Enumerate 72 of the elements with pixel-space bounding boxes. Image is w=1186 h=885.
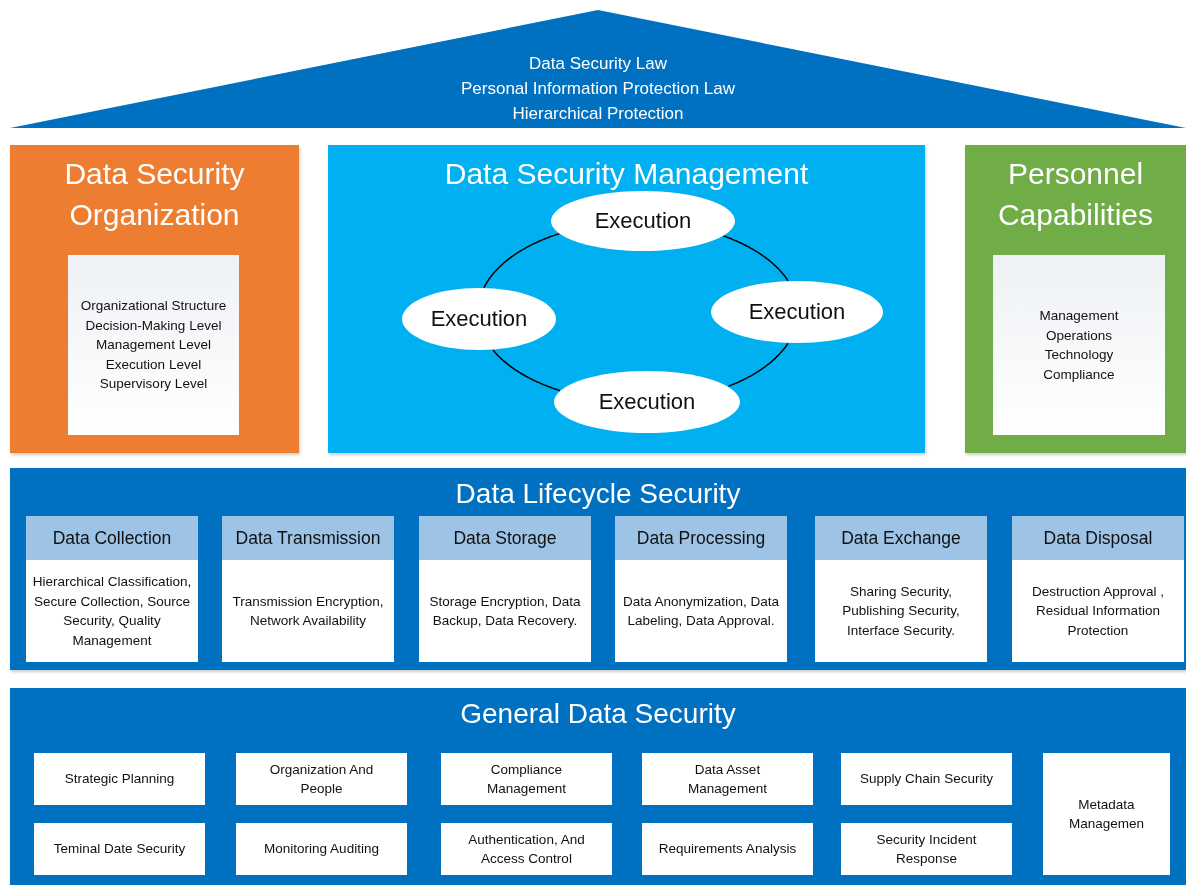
list-item: Execution Level bbox=[105, 355, 202, 374]
layer-band bbox=[10, 688, 1186, 885]
item-text: Monitoring Auditing bbox=[264, 840, 379, 859]
item-text: Teminal Date Security bbox=[53, 840, 186, 859]
list-item: Compliance bbox=[1043, 365, 1115, 384]
item-tile bbox=[34, 753, 205, 805]
item-tile bbox=[841, 753, 1012, 805]
item-text: Data Asset Management bbox=[687, 760, 768, 798]
stage-card bbox=[26, 516, 198, 662]
execution-text: Execution bbox=[748, 299, 846, 325]
stage-card bbox=[1012, 516, 1184, 662]
layer-band bbox=[10, 468, 1186, 670]
stage-card bbox=[419, 516, 591, 662]
item-text: Security Incident Response bbox=[875, 830, 978, 868]
stage-heading: Data Collection bbox=[26, 516, 198, 560]
law-text: Personal Information Protection Law bbox=[460, 78, 735, 100]
item-tile bbox=[642, 823, 813, 875]
execution-text: Execution bbox=[594, 208, 692, 234]
panel-title: Personnel Capabilities bbox=[996, 156, 1155, 233]
connector-arc bbox=[727, 342, 789, 387]
item-tile bbox=[841, 823, 1012, 875]
stage-text: Transmission Encryption, Network Availability bbox=[231, 592, 385, 630]
list-item: Management bbox=[1039, 307, 1119, 325]
stage-card bbox=[222, 516, 394, 662]
execution-text: Execution bbox=[598, 389, 696, 415]
stage-heading: Data Transmission bbox=[222, 516, 394, 560]
law-text: Hierarchical Protection bbox=[512, 103, 684, 125]
list-item: Decision-Making Level bbox=[85, 316, 222, 335]
list-item: Organizational Structure bbox=[80, 297, 227, 316]
item-tile bbox=[441, 823, 612, 875]
pillar-panel bbox=[328, 145, 925, 453]
stage-heading: Data Processing bbox=[615, 516, 787, 560]
stage-text: Destruction Approval , Residual Information Protection bbox=[1030, 582, 1166, 640]
connector-arc bbox=[492, 349, 561, 392]
band-title: General Data Security bbox=[460, 697, 736, 731]
stage-heading: Data Disposal bbox=[1012, 516, 1184, 560]
stage-text: Hierarchical Classification, Secure Collection, Source Security, Quality Management bbox=[32, 573, 192, 650]
item-tile bbox=[1043, 753, 1170, 875]
stage-text: Sharing Security, Publishing Security, Interface Security. bbox=[841, 582, 961, 640]
item-tile bbox=[441, 753, 612, 805]
list-card bbox=[993, 255, 1165, 435]
item-tile bbox=[642, 753, 813, 805]
panel-title: Data Security Management bbox=[443, 156, 810, 192]
list-item: Management Level bbox=[96, 336, 211, 355]
item-text: Metadata Managemen bbox=[1067, 795, 1146, 833]
panel-title: Data Security Organization bbox=[63, 156, 246, 233]
item-tile bbox=[34, 823, 205, 875]
band-title: Data Lifecycle Security bbox=[455, 477, 741, 511]
connector-arc bbox=[483, 232, 560, 289]
item-text: Strategic Planning bbox=[64, 770, 175, 789]
stage-heading: Data Exchange bbox=[815, 516, 987, 560]
list-item: Technology bbox=[1044, 346, 1114, 364]
stage-text: Storage Encryption, Data Backup, Data Recovery. bbox=[428, 592, 582, 630]
item-text: Supply Chain Security bbox=[860, 770, 993, 789]
list-item: Operations bbox=[1045, 326, 1112, 345]
item-tile bbox=[236, 823, 407, 875]
item-tile bbox=[236, 753, 407, 805]
item-text: Compliance Management bbox=[486, 760, 567, 798]
item-text: Authentication, And Access Control bbox=[467, 830, 586, 868]
item-text: Organization And People bbox=[268, 760, 375, 798]
pillar-panel bbox=[965, 145, 1186, 453]
stage-heading: Data Storage bbox=[419, 516, 591, 560]
item-text: Requirements Analysis bbox=[658, 840, 797, 859]
law-text: Data Security Law bbox=[529, 53, 667, 75]
stage-card bbox=[615, 516, 787, 662]
connector-arc bbox=[722, 235, 789, 282]
pillar-panel bbox=[10, 145, 299, 453]
stage-card bbox=[815, 516, 987, 662]
stage-text: Data Anonymization, Data Labeling, Data Approval. bbox=[621, 592, 781, 630]
execution-text: Execution bbox=[430, 306, 528, 332]
list-item: Supervisory Level bbox=[99, 375, 208, 394]
list-card bbox=[68, 255, 239, 435]
